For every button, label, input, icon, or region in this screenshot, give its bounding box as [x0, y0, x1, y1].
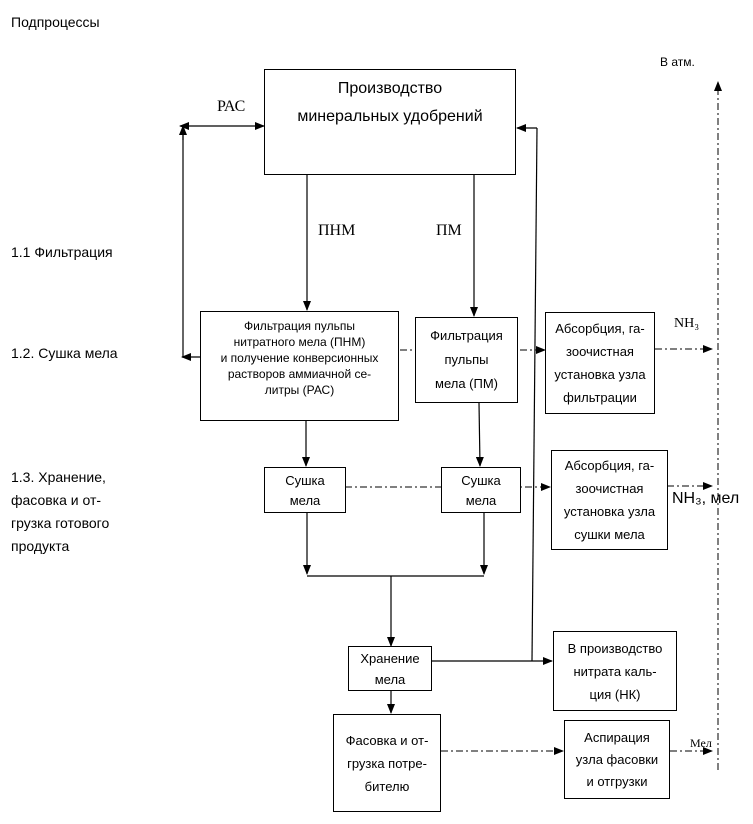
box-drying-1-line: Сушка	[285, 473, 325, 488]
arrow-filtration-to-drying-2	[475, 402, 484, 467]
box-filtration-pnm: Фильтрация пульпы нитратного мела (ПНМ) …	[200, 311, 399, 421]
box-filtration-pnm-line: нитратного мела (ПНМ)	[233, 335, 366, 349]
box-filtration-pnm-line: и получение конверсионных	[220, 351, 379, 365]
pas-label: РАС	[217, 98, 246, 115]
box-filtration-pm-line: мела (ПМ)	[435, 376, 498, 391]
box-aspiration: Аспирация узла фасовки и отгрузки	[564, 720, 670, 799]
box-absorption-drying-line: зоочистная	[575, 481, 644, 496]
stage-storage-line: 1.3. Хранение,	[11, 469, 106, 485]
atm-label: В атм.	[660, 55, 695, 69]
nh3-label: NH₃	[674, 316, 700, 331]
box-packing-line: грузка потре-	[347, 755, 427, 771]
stage-storage: 1.3. Хранение, фасовка и от- грузка гото…	[11, 466, 141, 558]
box-absorption-filtration-line: зоочистная	[566, 344, 634, 359]
box-packing-line: бителю	[364, 778, 410, 794]
box-absorption-filtration-line: установка узла	[554, 367, 646, 382]
box-drying-1-line: мела	[289, 493, 321, 508]
box-filtration-pnm-line: литры (РАС)	[264, 383, 335, 397]
box-filtration-pnm-line: растворов аммиачной се-	[227, 367, 372, 381]
box-aspiration-line: и отгрузки	[586, 773, 648, 789]
box-drying-2: Сушка мела	[441, 467, 521, 513]
box-calcium-nitrate-line: нитрата каль-	[573, 663, 657, 679]
box-filtration-pm: Фильтрация пульпы мела (ПМ)	[415, 317, 518, 403]
pm-label: ПМ	[436, 222, 462, 239]
stage-storage-line: продукта	[11, 538, 70, 554]
box-storage-line: Хранение	[360, 650, 420, 666]
box-filtration-pm-line: Фильтрация	[430, 328, 503, 343]
box-absorption-drying-line: установка узла	[563, 504, 656, 519]
box-calcium-nitrate: В производство нитрата каль- ция (НК)	[553, 631, 677, 711]
box-aspiration-line: узла фасовки	[575, 751, 659, 767]
box-production-line: минеральных удобрений	[297, 108, 483, 125]
stage-storage-line: фасовка и от-	[11, 492, 102, 508]
subprocesses-title: Подпроцессы	[11, 14, 100, 30]
box-absorption-drying: Абсорбция, га- зоочистная установка узла…	[551, 450, 668, 550]
return-vertical	[531, 127, 538, 662]
chalk-label: Мел	[690, 736, 712, 750]
box-drying-2-line: Сушка	[461, 473, 501, 488]
box-drying-2-line: мела	[465, 493, 497, 508]
box-absorption-drying-line: Абсорбция, га-	[564, 458, 655, 473]
box-production-line: Производство	[337, 80, 443, 97]
box-packing: Фасовка и от- грузка потре- бителю	[333, 714, 441, 812]
pnm-label: ПНМ	[318, 222, 356, 239]
box-absorption-drying-line: сушки мела	[574, 527, 645, 542]
box-packing-line: Фасовка и от-	[345, 732, 429, 748]
box-storage-line: мела	[374, 671, 406, 687]
box-production: Производство минеральных удобрений	[264, 69, 516, 175]
box-filtration-pnm-line: Фильтрация пульпы	[243, 319, 355, 333]
stage-drying-label: 1.2. Сушка мела	[11, 345, 118, 361]
box-calcium-nitrate-line: ция (НК)	[589, 686, 641, 702]
box-drying-1: Сушка мела	[264, 467, 346, 513]
box-absorption-filtration: Абсорбция, га- зоочистная установка узла…	[545, 312, 655, 414]
box-absorption-filtration-line: Абсорбция, га-	[555, 321, 645, 336]
box-aspiration-line: Аспирация	[584, 729, 650, 745]
box-filtration-pm-line: пульпы	[444, 352, 489, 367]
stage-storage-line: грузка готового	[11, 515, 110, 531]
box-storage: Хранение мела	[348, 646, 432, 691]
box-absorption-filtration-line: фильтрации	[563, 390, 637, 405]
nh3-chalk-label: NH₃, мел	[672, 490, 740, 507]
stage-drying: 1.2. Сушка мела	[11, 342, 118, 365]
box-calcium-nitrate-line: В производство	[567, 640, 663, 656]
stage-filtration-label: 1.1 Фильтрация	[11, 244, 113, 260]
stage-filtration: 1.1 Фильтрация	[11, 241, 113, 264]
